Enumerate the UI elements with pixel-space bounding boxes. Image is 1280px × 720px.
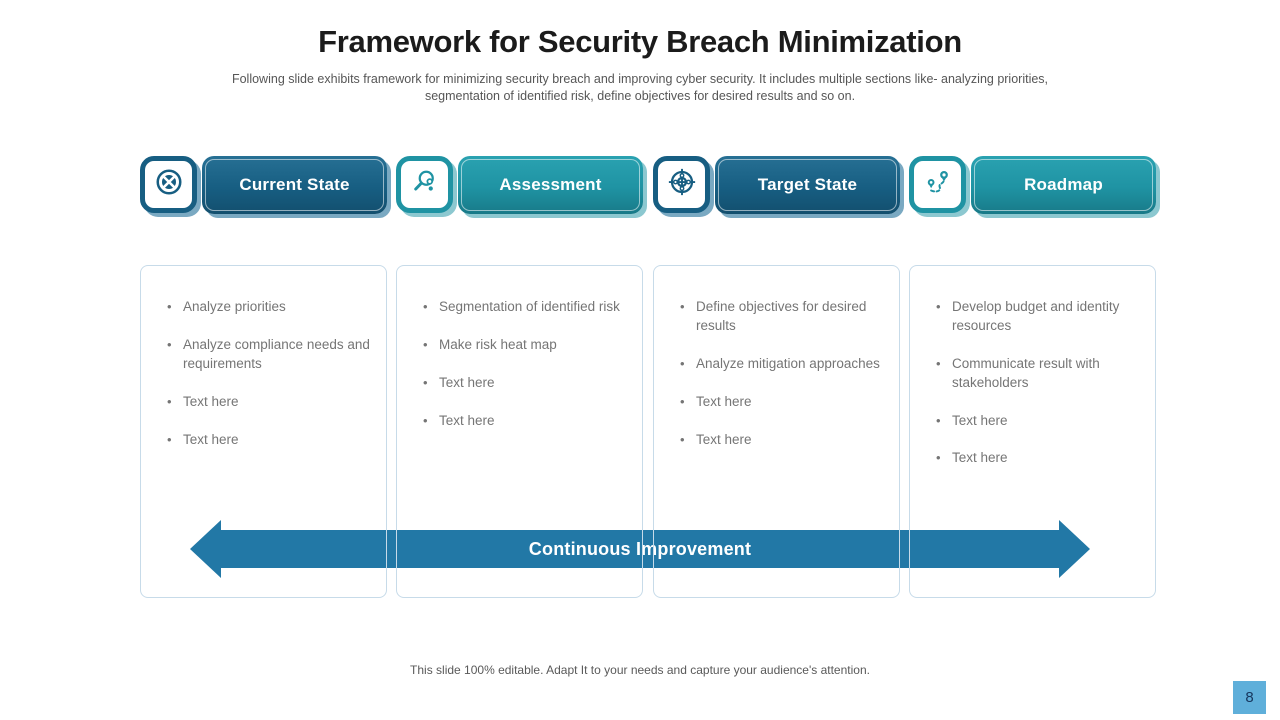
crosshair-compass-icon <box>667 167 697 202</box>
list-item: Text here <box>934 449 1141 468</box>
list-item: Develop budget and identity resources <box>934 298 1141 336</box>
list-item: Text here <box>934 412 1141 431</box>
pill-label: Target State <box>757 175 858 194</box>
list-item: Analyze compliance needs and requirement… <box>165 336 372 374</box>
icon-box <box>653 156 710 213</box>
header-roadmap: Roadmap <box>909 156 1156 214</box>
pill-roadmap: Roadmap <box>971 156 1156 214</box>
list-item: Text here <box>165 393 372 412</box>
icon-box <box>140 156 197 213</box>
list-item: Text here <box>421 374 628 393</box>
pill-label: Roadmap <box>1024 175 1103 194</box>
list-item: Make risk heat map <box>421 336 628 355</box>
list-item: Define objectives for desired results <box>678 298 885 336</box>
card-assessment: Segmentation of identified risk Make ris… <box>396 265 643 598</box>
list-item: Text here <box>678 431 885 450</box>
list-item: Text here <box>165 431 372 450</box>
slide-subtitle: Following slide exhibits framework for m… <box>231 72 1049 103</box>
pill-label: Current State <box>239 175 350 194</box>
target-segments-icon <box>154 167 184 202</box>
page-title: Framework for Security Breach Minimizati… <box>318 24 962 59</box>
list-item: Analyze mitigation approaches <box>678 355 885 374</box>
list-item: Text here <box>421 412 628 431</box>
arrow-label: Continuous Improvement <box>528 538 752 559</box>
icon-box <box>396 156 453 213</box>
continuous-improvement-arrow: Continuous Improvement <box>190 520 1090 578</box>
header-assessment: Assessment <box>396 156 643 214</box>
card-target-state: Define objectives for desired results An… <box>653 265 900 598</box>
footer-note: This slide 100% editable. Adapt It to yo… <box>410 663 870 677</box>
pill-current-state: Current State <box>202 156 387 214</box>
page-number-badge: 8 <box>1233 681 1266 714</box>
bullet-list: Analyze priorities Analyze compliance ne… <box>141 266 386 449</box>
magnifier-analysis-icon <box>410 167 440 202</box>
icon-box <box>909 156 966 213</box>
bullet-list: Segmentation of identified risk Make ris… <box>397 266 642 431</box>
header-target-state: Target State <box>653 156 900 214</box>
list-item: Text here <box>678 393 885 412</box>
pill-label: Assessment <box>499 175 602 194</box>
route-pins-icon <box>923 167 953 202</box>
header-current-state: Current State <box>140 156 387 214</box>
pill-assessment: Assessment <box>458 156 643 214</box>
bullet-list: Develop budget and identity resources Co… <box>910 266 1155 468</box>
double-arrow-shape <box>190 520 1090 578</box>
card-roadmap: Develop budget and identity resources Co… <box>909 265 1156 598</box>
list-item: Analyze priorities <box>165 298 372 317</box>
list-item: Communicate result with stakeholders <box>934 355 1141 393</box>
pill-target-state: Target State <box>715 156 900 214</box>
bullet-list: Define objectives for desired results An… <box>654 266 899 449</box>
list-item: Segmentation of identified risk <box>421 298 628 317</box>
card-current-state: Analyze priorities Analyze compliance ne… <box>140 265 387 598</box>
